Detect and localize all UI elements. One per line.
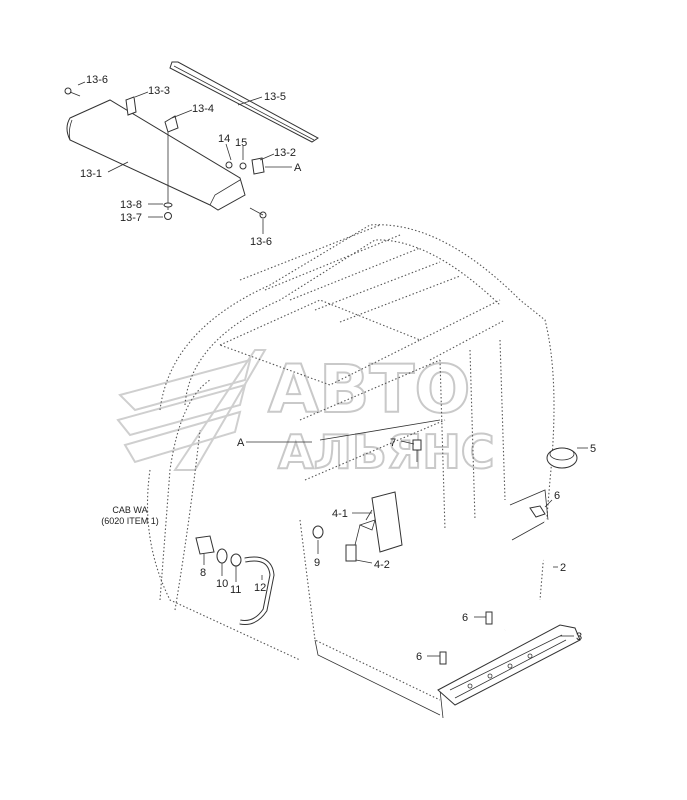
washer-13-8 (163, 202, 173, 208)
bracket-13-2 (251, 157, 265, 175)
watermark-logo-icon (116, 349, 267, 471)
callout-3: 3 (576, 631, 582, 643)
washer-10 (216, 548, 228, 564)
callout-13-8: 13-8 (120, 199, 142, 211)
callout-11: 11 (230, 584, 241, 596)
bolt-6-c (439, 651, 447, 665)
callout-13-1: 13-1 (80, 168, 102, 180)
callout-4-2: 4-2 (374, 559, 390, 571)
handle-12 (239, 556, 275, 625)
bolt-13-6-b (249, 207, 267, 219)
cab-note-line2: (6020 ITEM 1) (101, 516, 159, 526)
cab-note: CAB WA (6020 ITEM 1) (101, 505, 159, 526)
callout-6-bottom: 6 (416, 651, 422, 663)
fitting-8 (195, 535, 215, 555)
washer-15 (239, 162, 247, 170)
weather-strip (169, 61, 319, 143)
bracket-13-4 (164, 115, 179, 133)
washer-9 (312, 525, 324, 539)
callout-4-1: 4-1 (332, 508, 348, 520)
cover-panel (66, 99, 246, 211)
mirror-assembly (345, 491, 403, 562)
callout-13-2: 13-2 (274, 147, 296, 159)
cab-note-line1: CAB WA (112, 505, 147, 515)
callout-labels: 13-6 13-3 13-4 13-5 14 15 13-2 A 13-1 13… (80, 74, 596, 663)
callout-2: 2 (560, 562, 566, 574)
handrail-2 (503, 505, 557, 631)
bolt-6-a (529, 505, 546, 518)
nut-11 (230, 553, 242, 567)
callout-14: 14 (218, 133, 230, 145)
callout-8: 8 (200, 567, 206, 579)
callout-a-cab: A (237, 437, 245, 449)
callout-13-7: 13-7 (120, 212, 142, 224)
callout-13-3: 13-3 (148, 85, 170, 97)
watermark-line2: АЛЬЯНС (278, 425, 495, 479)
cover-assembly (64, 61, 319, 220)
callout-12: 12 (254, 582, 266, 594)
callout-9: 9 (314, 557, 320, 569)
bolt-13-7 (164, 212, 172, 220)
callout-5: 5 (590, 443, 596, 455)
mirror-head (371, 491, 403, 553)
callout-13-6-bottom: 13-6 (250, 236, 272, 248)
bracket-13-3 (125, 96, 137, 116)
callout-7: 7 (390, 437, 396, 449)
sensor-7 (412, 439, 422, 462)
callout-10: 10 (216, 578, 228, 590)
callout-6-top: 6 (554, 490, 560, 502)
leader-lines (77, 81, 588, 657)
cap-5 (546, 447, 578, 469)
watermark: АВТО АЛЬЯНС (116, 349, 496, 480)
bolt-13-6-a (64, 87, 81, 97)
callout-15: 15 (235, 137, 247, 149)
callout-13-4: 13-4 (192, 103, 214, 115)
step-plate-3 (437, 611, 581, 706)
callout-6-middle: 6 (462, 612, 468, 624)
callout-a-top: A (294, 162, 302, 174)
cab-frame (146, 224, 555, 719)
watermark-line1: АВТО (268, 351, 471, 428)
mirror-arm (354, 524, 361, 546)
nut-14 (225, 161, 233, 169)
callout-13-5: 13-5 (264, 91, 286, 103)
callout-13-6-top: 13-6 (86, 74, 108, 86)
mirror-mount (345, 544, 357, 562)
bolt-6-b (485, 611, 493, 625)
